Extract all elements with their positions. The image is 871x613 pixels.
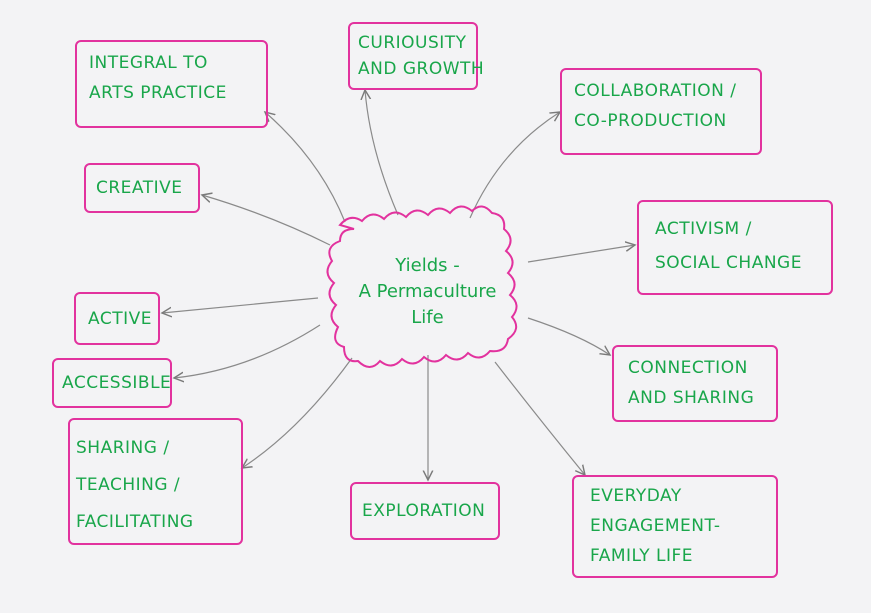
node-text: Activism / bbox=[655, 219, 752, 239]
node-text: Arts Practice bbox=[89, 83, 227, 103]
node-text: Facilitating bbox=[76, 512, 194, 532]
node-integral: Integral to Arts Practice bbox=[75, 40, 268, 128]
node-text: Exploration bbox=[362, 501, 486, 521]
node-text: and Growth bbox=[358, 59, 485, 79]
node-text: Accessible bbox=[62, 373, 172, 393]
center-line: Yields - bbox=[395, 255, 460, 276]
node-text: Collaboration / bbox=[574, 81, 737, 101]
node-text: Everyday bbox=[590, 486, 682, 506]
node-text: Teaching / bbox=[76, 475, 181, 495]
center-cloud bbox=[326, 205, 518, 368]
node-curiosity: Curiousity and Growth bbox=[348, 22, 485, 90]
arrow-activism bbox=[527, 245, 635, 263]
node-text: Integral to bbox=[89, 53, 208, 73]
arrow-accessible bbox=[174, 324, 321, 378]
node-exploration: Exploration bbox=[350, 482, 500, 540]
node-creative: Creative bbox=[84, 163, 200, 213]
node-text: and Sharing bbox=[628, 388, 755, 408]
center-line: Life bbox=[411, 307, 444, 328]
node-text: Co-Production bbox=[574, 111, 727, 131]
node-text: Sharing / bbox=[76, 438, 170, 458]
central-topic: Yields - A Permaculture Life bbox=[330, 225, 525, 350]
node-everyday: Everyday Engagement- Family Life bbox=[572, 475, 778, 578]
node-activism: Activism / Social Change bbox=[637, 200, 833, 295]
node-active: Active bbox=[74, 292, 160, 345]
arrow-sharing bbox=[242, 357, 353, 468]
arrow-integral bbox=[265, 112, 346, 223]
arrow-active bbox=[162, 297, 319, 313]
node-text: Family Life bbox=[590, 546, 694, 566]
node-accessible: Accessible bbox=[52, 358, 172, 408]
arrow-everyday bbox=[494, 361, 585, 475]
node-text: Active bbox=[88, 309, 152, 329]
arrow-creative bbox=[202, 195, 331, 246]
arrow-curiosity bbox=[365, 90, 399, 216]
node-text: Creative bbox=[96, 178, 183, 198]
node-text: Connection bbox=[628, 358, 748, 378]
node-collaboration: Collaboration / Co-Production bbox=[560, 68, 762, 155]
node-text: Social Change bbox=[655, 253, 802, 273]
node-text: Curiousity bbox=[358, 33, 467, 53]
center-line: A Permaculture bbox=[358, 281, 497, 302]
node-sharing: Sharing / Teaching / Facilitating bbox=[68, 418, 243, 545]
node-connection: Connection and Sharing bbox=[612, 345, 778, 422]
arrow-collaboration bbox=[469, 112, 560, 219]
arrow-connection bbox=[527, 317, 610, 355]
node-text: Engagement- bbox=[590, 516, 721, 536]
